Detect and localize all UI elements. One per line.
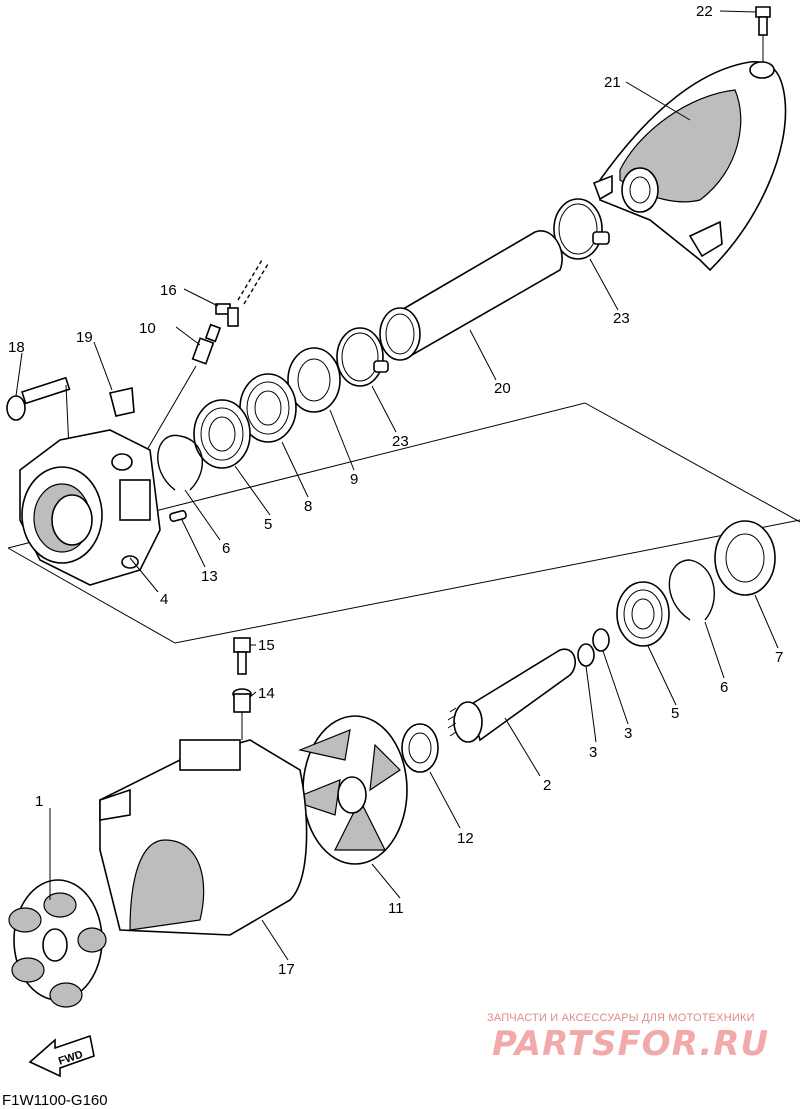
callout-16: 16 bbox=[160, 282, 177, 299]
callout-13: 13 bbox=[201, 568, 218, 585]
leader-lines bbox=[15, 10, 779, 961]
callout-1: 1 bbox=[35, 793, 43, 810]
part-18-bolt bbox=[6, 376, 71, 471]
callout-3b: 3 bbox=[624, 725, 632, 742]
watermark-logo: PARTSFOR.RU bbox=[492, 1024, 770, 1064]
callout-5-upper: 5 bbox=[264, 516, 272, 533]
fwd-arrow: FWD bbox=[28, 1034, 95, 1078]
callout-23-upper: 23 bbox=[613, 310, 630, 327]
callout-18: 18 bbox=[8, 339, 25, 356]
callout-8: 8 bbox=[304, 498, 312, 515]
callout-2: 2 bbox=[543, 777, 551, 794]
part-22-bolt bbox=[755, 6, 771, 66]
callout-9: 9 bbox=[350, 471, 358, 488]
part-6-circlip-upper bbox=[157, 434, 204, 491]
part-20-hose bbox=[379, 230, 563, 361]
part-5-bearing-lower bbox=[616, 581, 670, 647]
part-21-nozzle-deflector bbox=[592, 60, 787, 272]
part-10-nipple bbox=[139, 323, 222, 463]
part-11-impeller bbox=[288, 715, 408, 865]
callout-21: 21 bbox=[604, 74, 621, 91]
callout-6-lower: 6 bbox=[720, 679, 728, 696]
part-19-clip bbox=[109, 387, 135, 417]
part-23-clamp-upper bbox=[553, 198, 610, 260]
callout-5-lower: 5 bbox=[671, 705, 679, 722]
callout-22: 22 bbox=[696, 3, 713, 20]
callout-7: 7 bbox=[775, 649, 783, 666]
callout-6-upper: 6 bbox=[222, 540, 230, 557]
part-14-collar bbox=[232, 688, 252, 740]
part-3-o-ring-a bbox=[577, 643, 595, 667]
callout-19: 19 bbox=[76, 329, 93, 346]
callout-4: 4 bbox=[160, 591, 168, 608]
part-5-bearing-upper bbox=[193, 399, 251, 469]
part-17-housing bbox=[99, 739, 308, 936]
part-6-circlip-lower bbox=[668, 559, 715, 621]
callout-17: 17 bbox=[278, 961, 295, 978]
part-16-fitting bbox=[215, 259, 269, 327]
callout-14: 14 bbox=[258, 685, 275, 702]
callout-15: 15 bbox=[258, 637, 275, 654]
part-9-ring bbox=[287, 347, 341, 413]
callout-3a: 3 bbox=[589, 744, 597, 761]
callout-labels: 1 2 3 3 4 5 5 6 6 7 8 9 10 11 12 13 14 1… bbox=[8, 3, 783, 978]
callout-11: 11 bbox=[388, 900, 404, 917]
part-13-pin bbox=[169, 509, 187, 523]
watermark-caption: ЗАПЧАСТИ И АКСЕССУАРЫ ДЛЯ МОТОТЕХНИКИ bbox=[487, 1012, 755, 1024]
part-1-intake-grate bbox=[8, 879, 107, 1008]
upper-group-frame-top bbox=[7, 402, 800, 549]
callout-10: 10 bbox=[139, 320, 156, 337]
part-12-spacer bbox=[401, 723, 439, 773]
callout-23-lower: 23 bbox=[392, 433, 409, 450]
callout-20: 20 bbox=[494, 380, 511, 397]
callout-12: 12 bbox=[457, 830, 474, 847]
part-2-shaft bbox=[447, 648, 576, 743]
upper-group-frame-bottom bbox=[7, 519, 800, 644]
diagram-code: F1W1100-G160 bbox=[2, 1092, 108, 1109]
part-23-clamp-lower bbox=[336, 327, 389, 387]
part-15-bolt bbox=[233, 637, 251, 675]
part-7-ring bbox=[714, 520, 776, 596]
part-3-o-ring-b bbox=[592, 628, 610, 652]
part-4-housing bbox=[19, 429, 161, 586]
